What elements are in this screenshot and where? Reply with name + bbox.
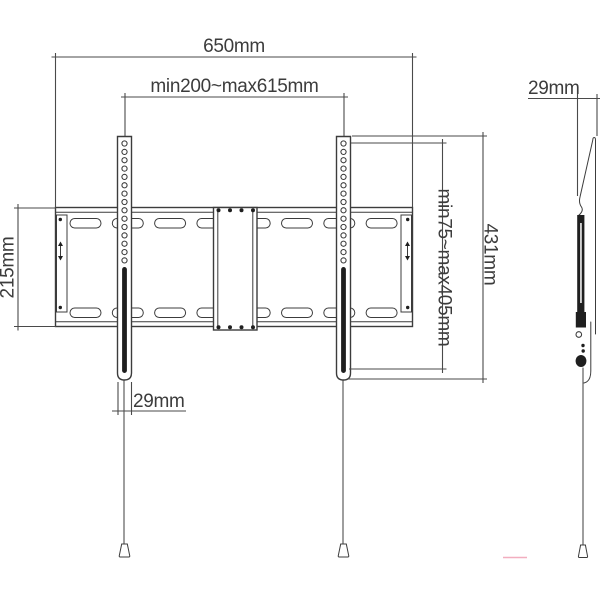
side-bracket-block: [575, 312, 586, 328]
side-arm-slot: [580, 223, 582, 303]
dim-label-horizontal-range: min200~max615mm: [150, 76, 319, 97]
dim-label-arm-width: 29mm: [133, 391, 185, 412]
side-bottom-hook: [583, 321, 592, 384]
dim-overall-width-lines: [51, 53, 417, 207]
end-cap-left: [56, 214, 68, 313]
dim-arm-width-lines: [112, 382, 186, 415]
tv-arm-left: [116, 135, 133, 558]
center-cover-plate: [212, 206, 258, 331]
dim-vertical-range-lines: [349, 139, 447, 373]
side-view: [528, 94, 600, 558]
dim-arm-height-lines: [348, 132, 487, 383]
dim-side-depth-lines: [528, 94, 600, 196]
front-view: [14, 53, 487, 558]
side-knob-small: [575, 331, 583, 338]
dim-horizontal-range-lines: [121, 93, 348, 136]
end-cap-right: [400, 214, 412, 313]
dim-label-overall-width: 650mm: [203, 36, 265, 57]
side-profile-plate: [578, 136, 596, 335]
side-lock-knob: [575, 355, 587, 367]
dim-label-side-depth: 29mm: [528, 78, 580, 99]
side-cord-handle: [577, 544, 589, 558]
dim-label-arm-height: 431mm: [479, 223, 500, 285]
tv-arm-right: [335, 135, 352, 558]
dim-label-plate-height: 215mm: [0, 236, 19, 299]
dim-plate-height-lines: [14, 204, 56, 331]
dim-label-vertical-range: min75~max405mm: [433, 188, 455, 346]
